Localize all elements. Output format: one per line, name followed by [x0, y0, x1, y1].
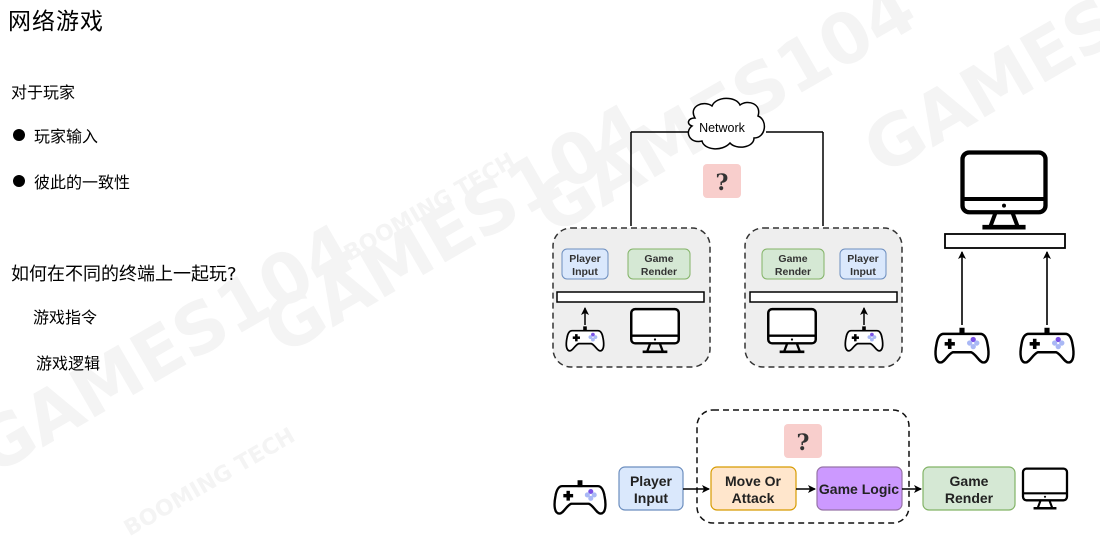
- box-label: Player: [847, 253, 879, 265]
- step-label: Render: [945, 490, 994, 506]
- box-label: Render: [641, 266, 677, 278]
- monitor-icon: [963, 152, 1046, 227]
- box-label: Input: [572, 266, 598, 278]
- network-label: Network: [699, 121, 746, 135]
- bullet-item: 玩家输入: [13, 123, 98, 147]
- bus-bar: [556, 291, 705, 303]
- player-input-box: [839, 248, 887, 280]
- bullet-text: 彼此的一致性: [34, 173, 131, 192]
- section-heading: 对于玩家: [11, 83, 76, 102]
- step-label: Game: [950, 473, 989, 489]
- bullet-item: 彼此的一致性: [13, 169, 130, 193]
- question-mark: ?: [797, 430, 810, 456]
- pipeline: ? Player Input Move Or Attack Game Logic…: [553, 409, 1069, 524]
- step-label: Move Or: [725, 473, 782, 489]
- step-label: Player: [630, 473, 673, 489]
- monitor-icon: [1021, 467, 1069, 510]
- player-input-box: [561, 248, 609, 280]
- box-label: Player: [569, 253, 601, 265]
- bus-bar: [749, 291, 898, 303]
- step-label: Input: [634, 490, 669, 506]
- box-label: Game: [778, 253, 807, 265]
- question-heading: 如何在不同的终端上一起玩?: [11, 264, 237, 285]
- network-cloud-icon: [687, 97, 766, 150]
- question-badge: [703, 164, 741, 198]
- gamepad-icon: [934, 326, 990, 364]
- game-render-box: [627, 248, 691, 280]
- question-mark: ?: [716, 170, 729, 196]
- terminal-right: Game Render Player Input: [744, 227, 903, 368]
- sub-item: 游戏逻辑: [36, 354, 101, 373]
- sub-item: 游戏指令: [33, 308, 98, 327]
- bullet-text: 玩家输入: [34, 127, 99, 146]
- bullet-dot-icon: [13, 129, 25, 141]
- question-badge: [784, 424, 822, 458]
- step-label: Game Logic: [819, 481, 899, 497]
- box-label: Game: [644, 253, 673, 265]
- bullet-dot-icon: [13, 175, 25, 187]
- local-multiplayer: [934, 152, 1075, 364]
- unknown-region: [696, 409, 910, 524]
- box-label: Render: [775, 266, 811, 278]
- gamepad-icon: [1019, 326, 1075, 364]
- box-label: Input: [850, 266, 876, 278]
- gamepad-icon: [553, 479, 607, 515]
- game-render-box: [761, 248, 825, 280]
- slide-title: 网络游戏: [8, 9, 104, 35]
- bus-bar: [944, 233, 1066, 249]
- terminal-left: Player Input Game Render: [552, 227, 711, 368]
- step-label: Attack: [732, 490, 775, 506]
- game-render-step: [922, 466, 1016, 511]
